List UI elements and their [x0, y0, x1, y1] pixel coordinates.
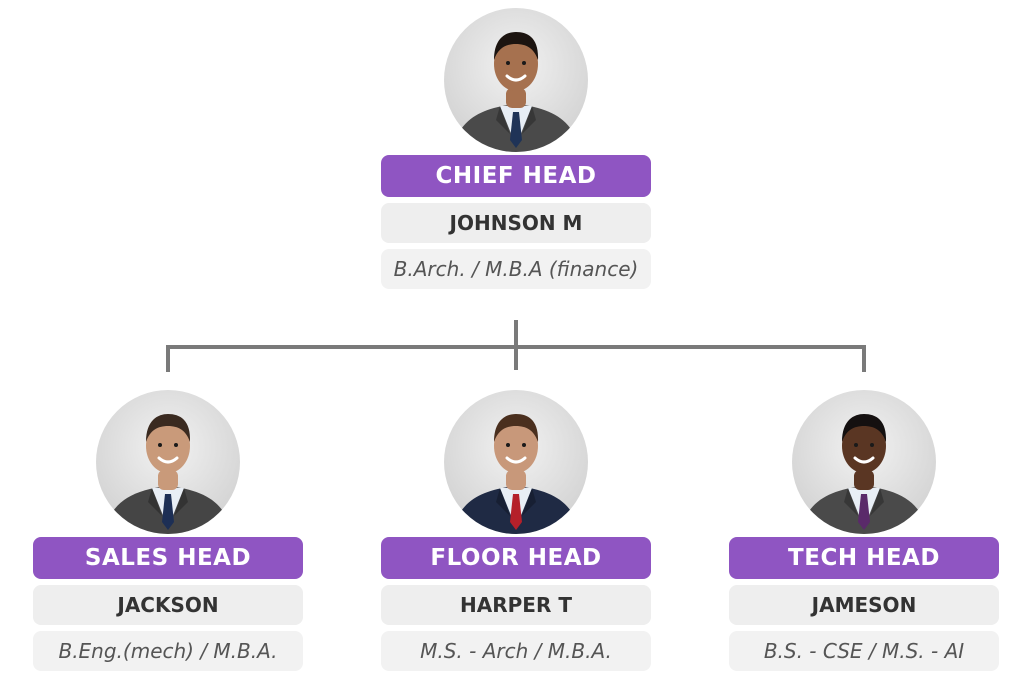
- role-label-sales: SALES HEAD: [33, 537, 303, 579]
- eye-left: [506, 61, 510, 65]
- lapel-right: [174, 488, 188, 516]
- avatar-tech: [792, 390, 936, 534]
- lapel-right: [522, 488, 536, 516]
- eye-left: [506, 443, 510, 447]
- eye-left: [158, 443, 162, 447]
- head-shape: [842, 419, 886, 473]
- tie-shape: [162, 494, 174, 530]
- role-label-tech: TECH HEAD: [729, 537, 999, 579]
- smile-shape: [853, 456, 875, 464]
- neck-shape: [506, 470, 526, 490]
- lapel-left: [844, 488, 858, 516]
- head-shape: [494, 37, 538, 91]
- role-label-floor: FLOOR HEAD: [381, 537, 651, 579]
- head-shape: [146, 419, 190, 473]
- eye-right: [522, 443, 526, 447]
- eye-right: [174, 443, 178, 447]
- role-label-chief: CHIEF HEAD: [381, 155, 651, 197]
- lapel-left: [148, 488, 162, 516]
- lapel-right: [870, 488, 884, 516]
- degree-label-sales: B.Eng.(mech) / M.B.A.: [33, 631, 303, 671]
- lapel-left: [496, 106, 510, 134]
- portrait-illustration: [452, 414, 580, 534]
- smile-shape: [505, 74, 527, 82]
- portrait-illustration: [800, 414, 928, 534]
- avatar-sales: [96, 390, 240, 534]
- lapel-right: [522, 106, 536, 134]
- name-label-tech: JAMESON: [729, 585, 999, 625]
- portrait-illustration: [104, 414, 232, 534]
- tie-shape: [858, 494, 870, 530]
- tie-shape: [510, 494, 522, 530]
- degree-label-tech: B.S. - CSE / M.S. - AI: [729, 631, 999, 671]
- avatar-chief: [444, 8, 588, 152]
- eye-right: [870, 443, 874, 447]
- neck-shape: [854, 470, 874, 490]
- head-shape: [494, 419, 538, 473]
- smile-shape: [505, 456, 527, 464]
- neck-shape: [158, 470, 178, 490]
- neck-shape: [506, 88, 526, 108]
- degree-label-floor: M.S. - Arch / M.B.A.: [381, 631, 651, 671]
- eye-left: [854, 443, 858, 447]
- degree-label-chief: B.Arch. / M.B.A (finance): [381, 249, 651, 289]
- name-label-chief: JOHNSON M: [381, 203, 651, 243]
- name-label-floor: HARPER T: [381, 585, 651, 625]
- tie-shape: [510, 112, 522, 148]
- hair-shape: [146, 414, 191, 442]
- avatar-floor: [444, 390, 588, 534]
- hair-shape: [494, 414, 539, 442]
- name-label-sales: JACKSON: [33, 585, 303, 625]
- portrait-illustration: [452, 32, 580, 152]
- eye-right: [522, 61, 526, 65]
- hair-shape: [494, 32, 539, 60]
- smile-shape: [157, 456, 179, 464]
- lapel-left: [496, 488, 510, 516]
- hair-shape: [842, 414, 887, 442]
